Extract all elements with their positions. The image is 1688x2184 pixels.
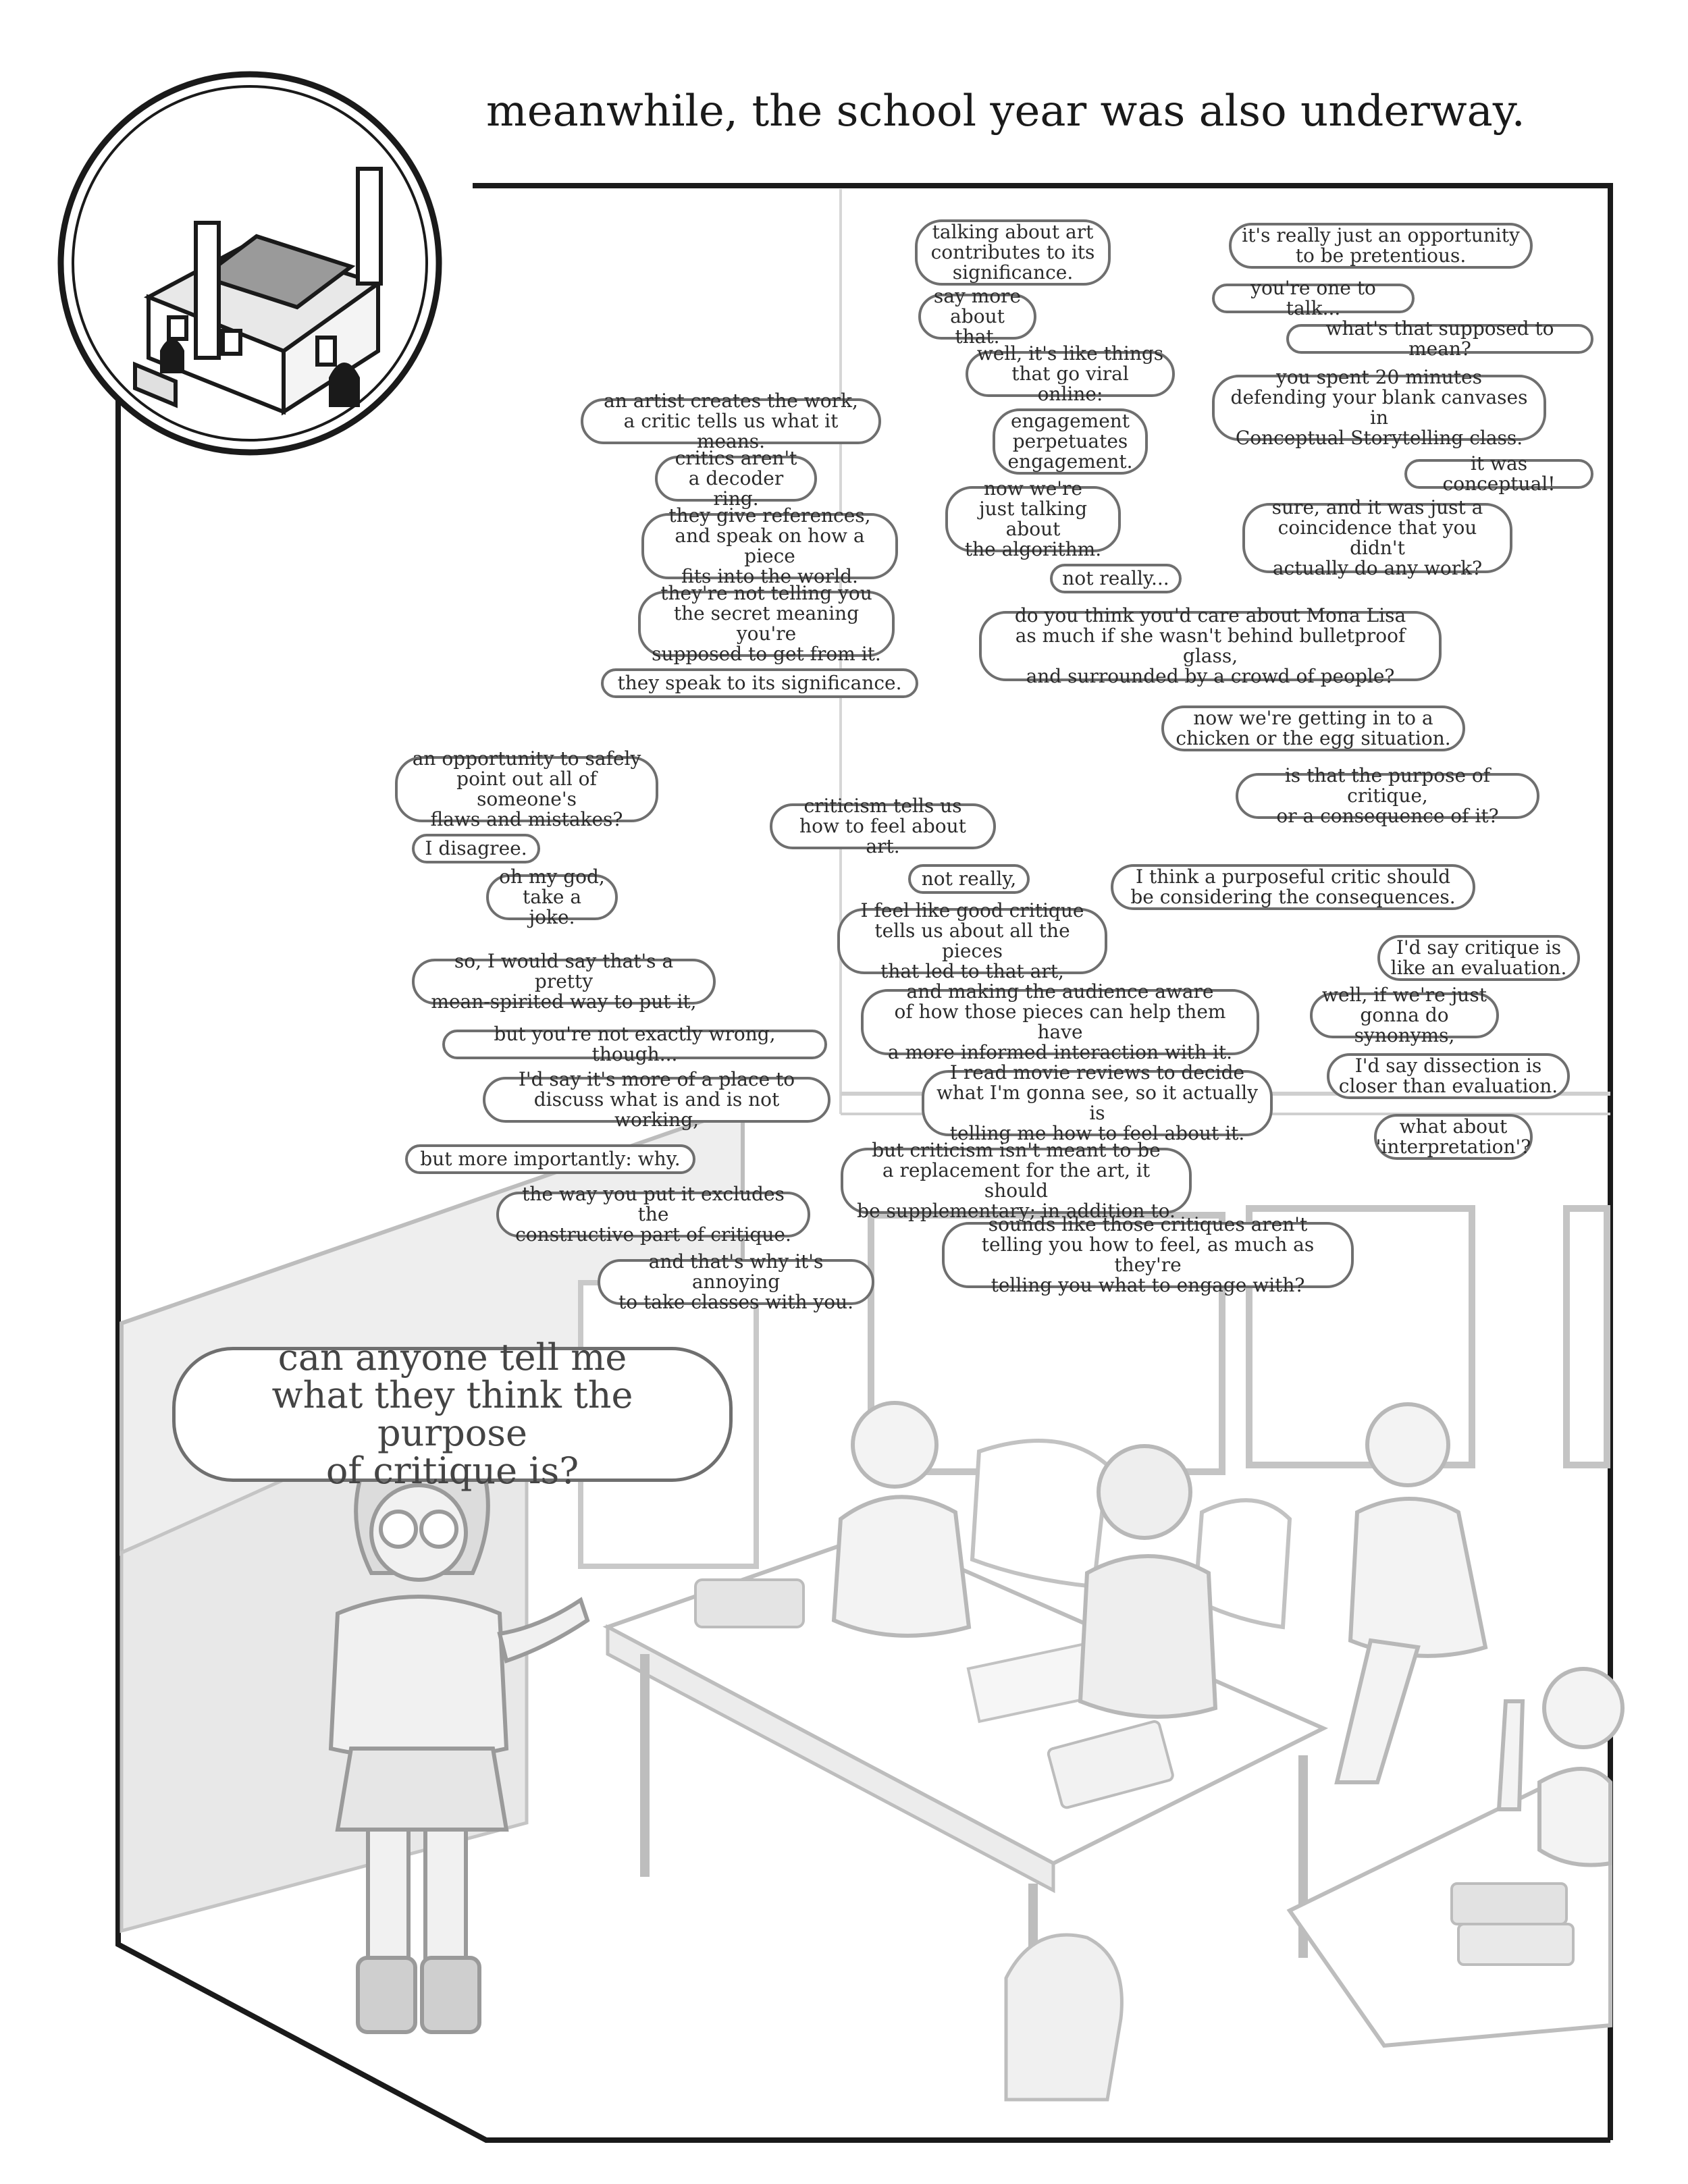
speech-bubble: it's really just an opportunity to be pr… [1229,223,1533,269]
speech-bubble: well, it's like things that go viral onl… [966,344,1175,404]
student-center [1078,1444,1218,1719]
speech-bubble: engagement perpetuates engagement. [993,408,1148,475]
speech-bubble: but you're not exactly wrong, though... [442,1024,827,1065]
student-raising-hand [1496,1667,1625,1867]
speech-bubble: sure, and it was just a coincidence that… [1242,498,1512,579]
speech-bubble: what about 'interpretation'? [1374,1114,1533,1160]
panel-frame [115,183,1613,2143]
caption: meanwhile, the school year was also unde… [486,86,1525,136]
speech-bubble: now we're just talking about the algorit… [945,479,1121,560]
speech-bubble: I'd say critique is like an evaluation. [1377,935,1580,981]
speech-bubble: talking about art contributes to its sig… [915,219,1111,286]
speech-bubble: not really... [1050,564,1182,593]
speech-bubble: but criticism isn't meant to be a replac… [841,1140,1192,1221]
speech-bubble: I'd say dissection is closer than evalua… [1327,1053,1570,1099]
speech-bubble: I think a purposeful critic should be co… [1111,864,1475,910]
speech-bubble: do you think you'd care about Mona Lisa … [979,606,1442,687]
book-stack [1450,1882,1568,1925]
speech-bubble: not really, [908,864,1030,894]
speech-bubble: the way you put it excludes the construc… [496,1184,810,1245]
teacher-speech-bubble: can anyone tell me what they think the p… [172,1339,733,1490]
chair [970,1439,1110,1589]
speech-bubble: sounds like those critiques aren't telli… [942,1215,1354,1296]
speech-bubble: it was conceptual! [1404,454,1593,494]
speech-bubble: an artist creates the work, a critic tel… [581,391,881,452]
speech-bubble: you spent 20 minutes defending your blan… [1212,367,1546,448]
speech-bubble: they give references, and speak on how a… [641,506,898,587]
speech-bubble: I feel like good critique tells us about… [837,901,1107,982]
house-medallion-inner [72,85,428,442]
speech-bubble: now we're getting in to a chicken or the… [1161,705,1465,751]
book [694,1578,805,1628]
speech-bubble: criticism tells us how to feel about art… [770,796,996,857]
student-right [1334,1402,1488,1784]
house-icon [133,167,383,416]
speech-bubble: say more about that. [918,286,1036,347]
speech-bubble: critics aren't a decoder ring. [655,448,817,509]
speech-bubble: they speak to its significance. [601,668,918,698]
speech-bubble: oh my god, take a joke. [486,867,618,928]
chair [1192,1498,1292,1630]
speech-bubble: I'd say it's more of a place to discuss … [483,1069,830,1130]
notebook [1047,1720,1174,1809]
table-edge [606,1624,1055,1894]
speech-bubble: so, I would say that's a pretty mean-spi… [412,951,716,1012]
speech-bubble: but more importantly: why. [405,1144,695,1174]
speech-bubble: and making the audience aware of how tho… [861,982,1259,1063]
speech-bubble: they're not telling you the secret meani… [638,583,895,664]
speech-bubble: well, if we're just gonna do synonyms, [1310,985,1499,1046]
speech-bubble: I disagree. [412,834,540,863]
speech-bubble: an opportunity to safely point out all o… [395,749,658,830]
speech-bubble: I read movie reviews to decide what I'm … [922,1063,1273,1144]
speech-bubble: and that's why it's annoying to take cla… [598,1252,874,1312]
teacher [328,1441,590,2034]
speech-bubble: what's that supposed to mean? [1286,319,1593,359]
window [1563,1205,1610,1468]
backpack [1004,1933,1124,2102]
student-left [831,1401,972,1638]
speech-bubble: is that the purpose of critique, or a co… [1236,766,1539,826]
speech-bubble: you're one to talk... [1212,278,1415,319]
book-stack [1457,1923,1575,1966]
